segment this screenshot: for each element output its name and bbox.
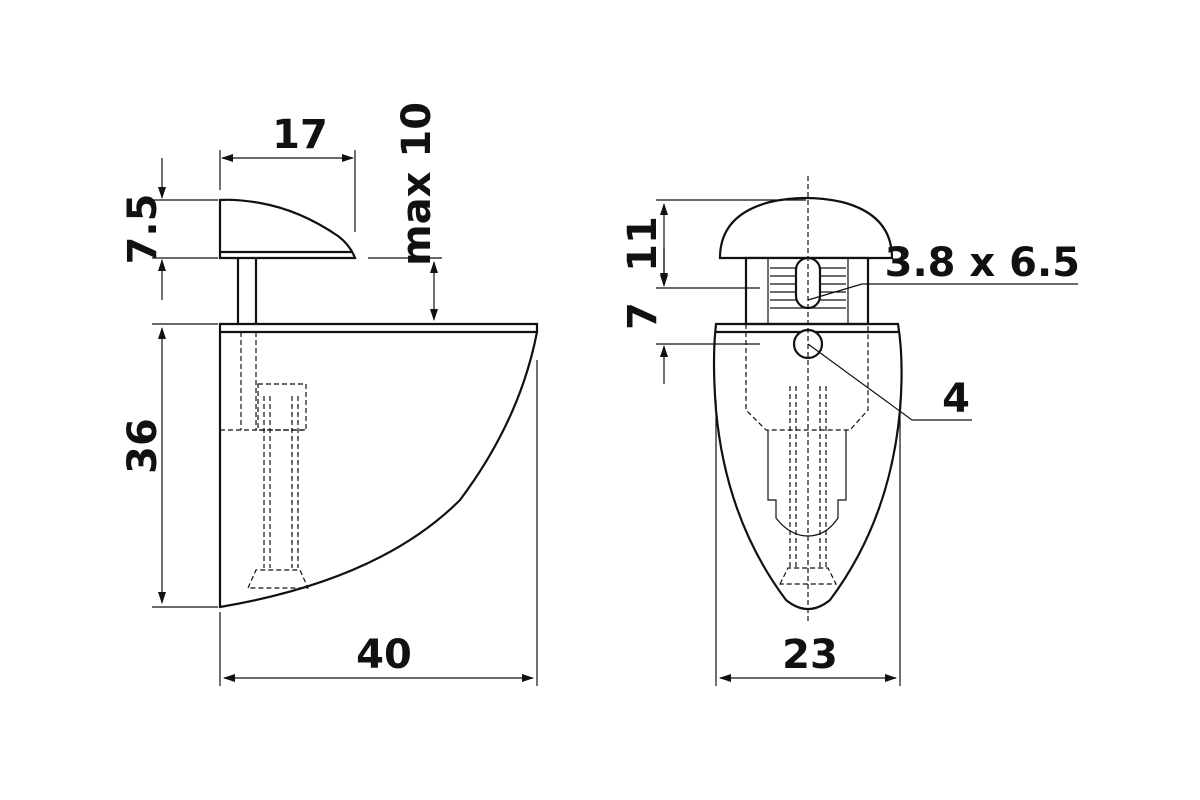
front-view: 11 7 3.8 x 6.5 4 23 [620, 176, 1080, 686]
dim-40: 40 [219, 360, 538, 686]
dim-11: 11 [620, 199, 806, 289]
dim-11-label: 11 [620, 216, 666, 272]
dim-36: 36 [120, 323, 218, 608]
dim-7-5: 7.5 [120, 158, 218, 300]
dim-7-5-label: 7.5 [120, 194, 166, 265]
dim-23-label: 23 [782, 632, 838, 678]
dim-slot-label: 3.8 x 6.5 [885, 240, 1080, 286]
dim-17: 17 [219, 112, 356, 232]
dim-7: 7 [620, 248, 760, 384]
dim-max-10: max 10 [368, 102, 442, 321]
leader-slot: 3.8 x 6.5 [807, 240, 1080, 301]
front-cap-outline [718, 196, 894, 260]
side-hidden-screw [220, 332, 309, 589]
dim-max-10-label: max 10 [394, 102, 440, 266]
side-cap-outline [218, 198, 357, 260]
dim-36-label: 36 [120, 418, 166, 474]
side-body-outline [218, 322, 539, 609]
side-view: 17 7.5 max 10 36 40 [120, 102, 539, 686]
leader-hole: 4 [807, 343, 972, 422]
front-hidden-features [745, 324, 869, 585]
dim-23: 23 [715, 400, 901, 686]
dim-40-label: 40 [356, 632, 412, 678]
dim-17-label: 17 [272, 112, 328, 158]
dim-7-label: 7 [620, 302, 666, 330]
dim-hole-label: 4 [942, 376, 970, 422]
